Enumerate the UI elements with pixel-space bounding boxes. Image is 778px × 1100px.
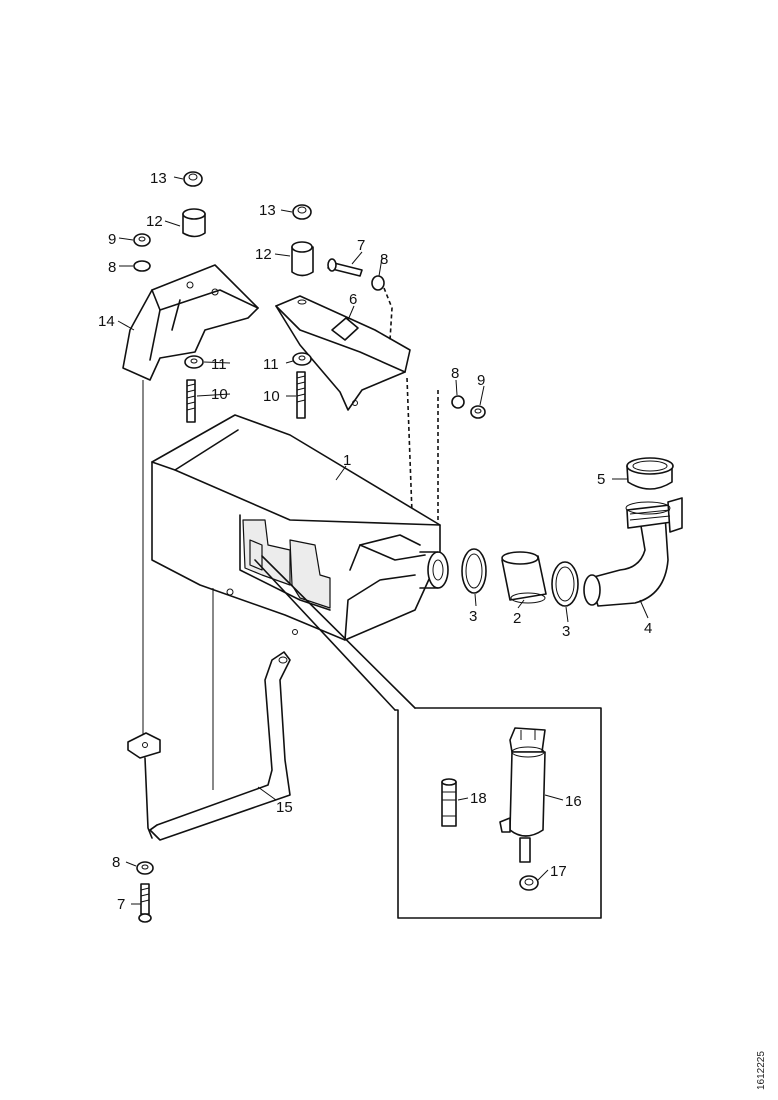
callout-clamp-right: 3 [562,623,570,640]
filler-cap [626,457,674,490]
bracket-mid [275,295,411,411]
bolt-long-mid [296,371,306,419]
callout-cap-nut-left: 13 [150,170,167,187]
washer-top-right [371,275,385,291]
tank-outlet [419,551,449,589]
washer-mid-right [451,395,465,409]
callout-bolt-long-mid: 10 [263,388,280,405]
drawing-code: 1612225 [756,1051,767,1090]
callout-cap-nut-mid: 13 [259,202,276,219]
callout-washer-mid-right: 8 [451,365,459,382]
callout-bracket-pin: 6 [349,291,357,308]
callout-hose: 2 [513,610,521,627]
pump-nut [519,875,539,891]
detail-inset-frame [394,707,602,919]
callout-labels: 13 12 9 8 14 11 10 13 12 7 8 6 11 10 8 9… [98,170,652,913]
nut-left-upper [133,233,151,247]
callout-nut-left: 9 [108,231,116,248]
callout-bolt-long-left: 10 [211,386,228,403]
bolt-top [327,258,363,277]
callout-connector: 18 [470,790,487,807]
callout-bolt-top: 7 [357,237,365,254]
bracket-pin [331,317,359,341]
hose [501,551,547,604]
callout-washer-top-right: 8 [380,251,388,268]
clamp-right [551,561,579,607]
callout-tank: 1 [343,452,351,469]
spacer-washer-mid [292,352,312,366]
reservoir-tank [151,414,441,641]
bushing-mid [291,241,314,277]
spacer-washer-left [184,355,204,369]
washer-bottom [136,861,154,875]
pump-connector [441,778,457,827]
cap-nut-left [183,171,203,187]
callout-spacer-washer-left: 11 [211,356,227,373]
cap-nut-mid [292,204,312,220]
washer-left-upper [133,260,151,272]
assembly-line-top-right [383,287,393,341]
bolt-bottom [138,883,152,923]
bolt-long-left [186,379,196,423]
bracket-left [122,264,259,381]
callout-washer-bottom: 8 [112,854,120,871]
callout-filler-cap: 5 [597,471,605,488]
bushing-left [182,208,206,238]
callout-nut-right: 9 [477,372,485,389]
clamp-left [461,548,487,594]
washer-pump [499,727,546,863]
callout-spacer-washer-mid: 11 [263,356,279,373]
callout-washer-left-upper: 8 [108,259,116,276]
filler-elbow [583,497,683,607]
callout-clamp-left: 3 [469,608,477,625]
callout-bracket-left: 14 [98,313,115,330]
callout-pump-nut: 17 [550,863,567,880]
callout-pump: 16 [565,793,582,810]
callout-bushing-mid: 12 [255,246,272,263]
detail-leader [254,555,416,711]
callout-bolt-bottom: 7 [117,896,125,913]
callout-strap: 15 [276,799,293,816]
mounting-strap [127,380,291,841]
nut-right [470,405,486,419]
callout-elbow: 4 [644,620,652,637]
leader-lines [117,176,649,905]
callout-bushing-left: 12 [146,213,163,230]
